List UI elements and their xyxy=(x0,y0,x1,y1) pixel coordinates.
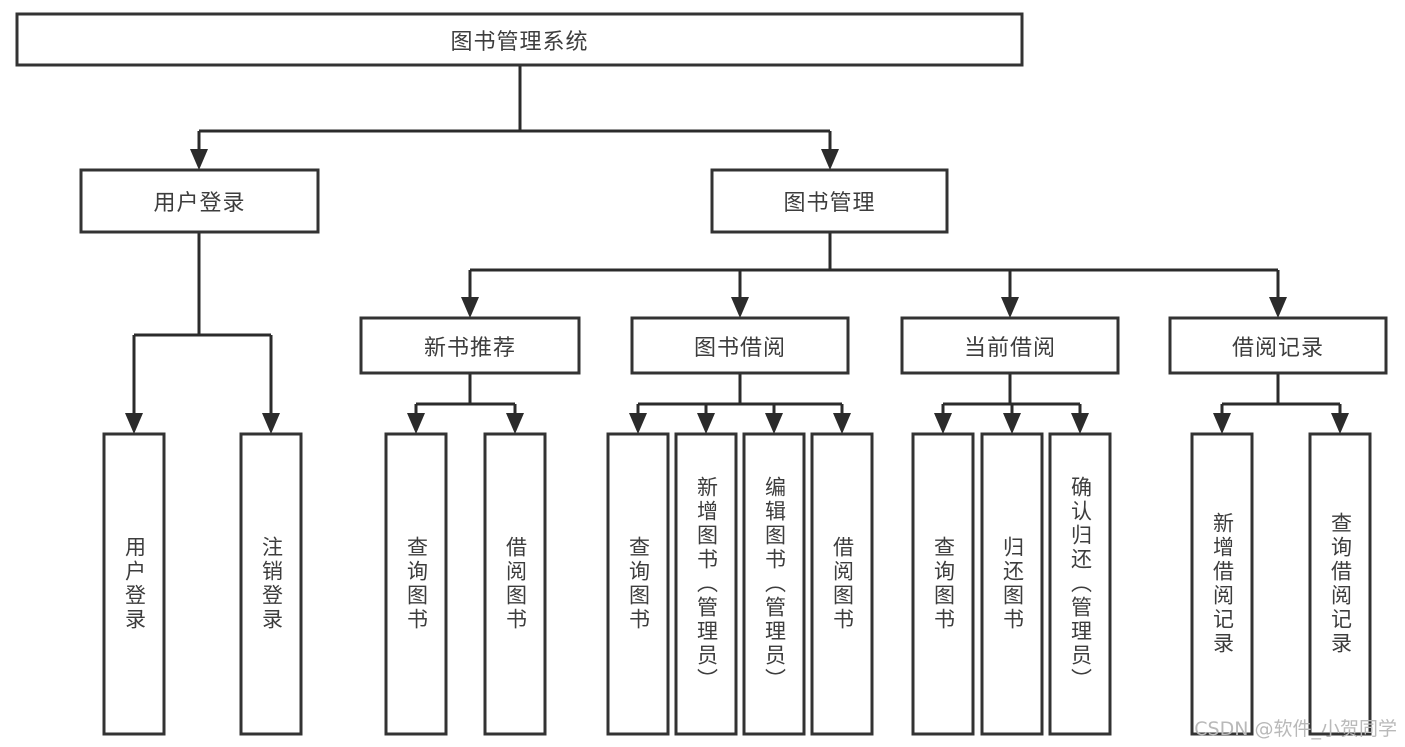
arrow-bookmgmt-child-4 xyxy=(1269,297,1287,318)
arrow-current-leaf-2 xyxy=(1003,413,1021,434)
arrow-bookmgmt-child-2 xyxy=(731,297,749,318)
arrow-newbook-leaf-1 xyxy=(407,413,425,434)
connector-group-newbook xyxy=(407,373,524,434)
connector-group-borrow xyxy=(629,373,851,434)
arrow-bookmgmt-child-3 xyxy=(1001,297,1019,318)
connector-group-record xyxy=(1213,373,1349,434)
arrow-newbook-leaf-2 xyxy=(506,413,524,434)
arrow-borrow-leaf-4 xyxy=(833,413,851,434)
leaf-box-4[interactable] xyxy=(606,432,670,736)
node-box-borrow-record[interactable] xyxy=(1168,316,1388,375)
leaf-box-1[interactable] xyxy=(239,432,303,736)
node-box-user-login[interactable] xyxy=(79,168,320,234)
arrow-bookmgmt-child-1 xyxy=(461,297,479,318)
leaf-box-7[interactable] xyxy=(810,432,874,736)
arrow-borrow-leaf-3 xyxy=(765,413,783,434)
connector-group-root xyxy=(190,65,839,170)
leaf-box-6[interactable] xyxy=(742,432,806,736)
leaf-box-2[interactable] xyxy=(384,432,448,736)
connector-group-bookmgmt xyxy=(461,232,1287,318)
node-box-new-book-recommend[interactable] xyxy=(359,316,581,375)
leaf-box-5[interactable] xyxy=(674,432,738,736)
arrow-current-leaf-3 xyxy=(1071,413,1089,434)
arrow-root-to-bookmgmt xyxy=(821,149,839,170)
arrow-login-leaf-1 xyxy=(125,413,143,434)
leaf-box-10[interactable] xyxy=(1048,432,1112,736)
leaf-box-8[interactable] xyxy=(911,432,975,736)
node-box-root[interactable] xyxy=(15,12,1024,67)
leaf-box-12[interactable] xyxy=(1308,432,1372,736)
leaf-box-0[interactable] xyxy=(102,432,166,736)
connector-group-current xyxy=(934,373,1089,434)
leaf-box-3[interactable] xyxy=(483,432,547,736)
arrow-borrow-leaf-1 xyxy=(629,413,647,434)
arrow-current-leaf-1 xyxy=(934,413,952,434)
leaf-box-9[interactable] xyxy=(980,432,1044,736)
arrow-root-to-login xyxy=(190,149,208,170)
node-box-book-borrow[interactable] xyxy=(630,316,850,375)
leaf-box-11[interactable] xyxy=(1190,432,1254,736)
node-box-current-borrow[interactable] xyxy=(900,316,1120,375)
arrow-login-leaf-2 xyxy=(262,413,280,434)
arrow-record-leaf-2 xyxy=(1331,413,1349,434)
connector-group-login xyxy=(125,232,280,434)
node-box-book-management[interactable] xyxy=(710,168,949,234)
arrow-record-leaf-1 xyxy=(1213,413,1231,434)
arrow-borrow-leaf-2 xyxy=(697,413,715,434)
